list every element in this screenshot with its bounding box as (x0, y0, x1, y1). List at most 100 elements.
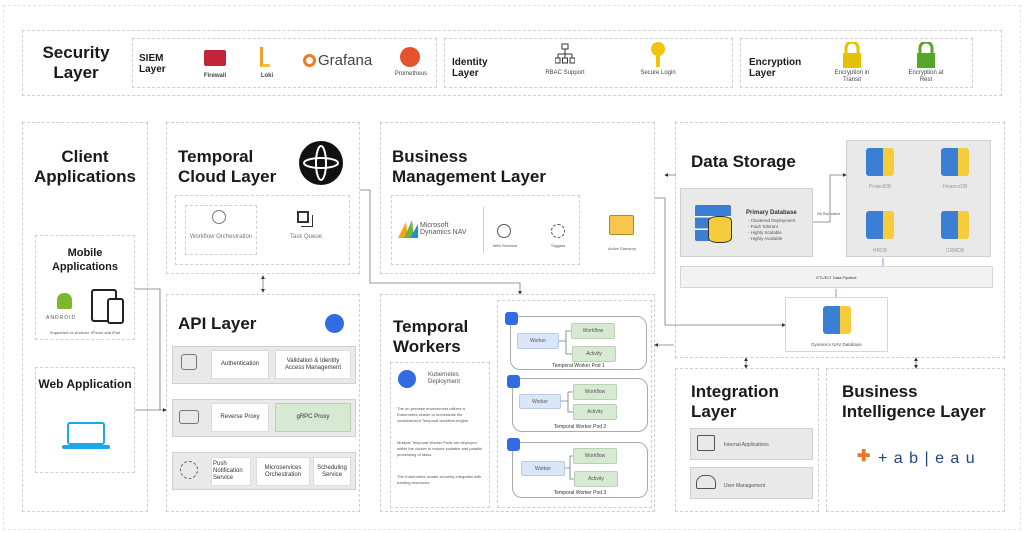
mobile-title: Mobile Applications (51, 247, 118, 273)
code-window-icon (697, 435, 715, 451)
storage-title: Data Storage (691, 152, 796, 171)
microservices-orchestration-cell: Microservices Orchestration (256, 457, 310, 486)
grafana-label: Grafana (318, 52, 373, 69)
kubernetes-icon (398, 370, 416, 388)
db-label: ProjectDB (868, 184, 892, 190)
firewall-icon (204, 50, 226, 66)
iphone-icon (107, 298, 124, 324)
users-icon (696, 475, 716, 489)
web-app-box (35, 367, 135, 473)
tableau-wordmark: + a b | e a u (878, 450, 976, 467)
pod-icon (507, 438, 520, 451)
identity-label: Identity Layer (452, 57, 488, 79)
proxy-servers-icon (179, 410, 199, 424)
business-intelligence-layer (826, 368, 1005, 512)
k8s-bullet: Multiple Temporal Worker Pods are deploy… (397, 440, 483, 457)
prometheus-label: Prometheus (394, 71, 428, 77)
database-icon (941, 148, 969, 176)
activity-node: Activity (573, 404, 617, 420)
worker-node: Worker (521, 461, 565, 476)
k8s-bullet: The Kubernetes cluster securely integrat… (397, 474, 482, 485)
pod-icon (505, 312, 518, 325)
security-title: Security Layer (42, 43, 110, 82)
lock-transit-icon (843, 42, 861, 68)
pod-label: Temporal Worker Pod 2 (553, 424, 607, 430)
db-label: HRDB (872, 248, 888, 254)
activity-node: Activity (572, 346, 616, 362)
globe-icon (497, 224, 511, 238)
encryption-rest-label: Encryption at Rest (908, 70, 944, 83)
workers-title: Temporal Workers (393, 317, 469, 356)
secure-login-label: Secure Login (640, 70, 676, 76)
mobile-note: Supported on Android, iPhone and iPad (49, 330, 121, 335)
api-title: API Layer (178, 314, 257, 333)
lock-shield-icon (181, 354, 197, 370)
business-title: Business Management Layer (392, 147, 546, 186)
folder-icon (609, 215, 634, 235)
nav-db-label: Dynamics NAV Database (811, 342, 862, 347)
siem-label: SIEM Layer (139, 53, 166, 75)
gears-icon (212, 210, 226, 224)
db-label: FinanceDB (942, 184, 968, 190)
grpc-proxy-cell: gRPC Proxy (275, 403, 351, 432)
key-icon (651, 42, 665, 67)
workflow-node: Workflow (573, 384, 617, 400)
database-icon (823, 306, 851, 334)
database-icon (866, 148, 894, 176)
rbac-label: RBAC Support (545, 70, 585, 76)
identity-box (444, 38, 733, 88)
laptop-icon (62, 422, 110, 449)
encryption-transit-label: Encryption in Transit (834, 70, 870, 83)
workflow-node: Workflow (571, 323, 615, 339)
primary-db-features: - Clustered Deployment- Fault Tolerant- … (748, 218, 795, 242)
replication-label: DB Replication (817, 212, 841, 216)
siem-box (132, 38, 437, 88)
database-icon (866, 211, 894, 239)
web-title: Web Application (38, 377, 132, 391)
brand-line-2: Dynamics NAV (420, 229, 467, 236)
android-icon (57, 293, 72, 309)
internal-apps-label: Internal Applications (724, 442, 769, 448)
reverse-proxy-cell: Reverse Proxy (211, 403, 269, 432)
integration-title: Integration Layer (691, 382, 779, 421)
pod-label: Temporal Worker Pod 3 (553, 490, 607, 496)
dynamics-logo-icon (398, 220, 418, 238)
authentication-cell: Authentication (211, 350, 269, 379)
active-directory-label: Active Directory (607, 246, 636, 251)
workflow-orchestration-label: Workflow Orchestration (189, 234, 253, 240)
pod-icon (507, 375, 520, 388)
activity-node: Activity (574, 471, 618, 487)
database-icon (708, 216, 732, 243)
k8s-bullet: The on-premise environment utilizes a Ku… (397, 406, 470, 423)
web-services-label: Web Services (492, 243, 518, 248)
database-icon (941, 211, 969, 239)
temporal-logo-icon (299, 141, 343, 185)
loki-label: Loki (260, 73, 274, 79)
encryption-label: Encryption Layer (749, 57, 802, 79)
rbac-icon (555, 43, 575, 64)
brand-line-1: Microsoft (420, 222, 449, 229)
temporal-cloud-title: Temporal Cloud Layer (178, 147, 277, 186)
divider (483, 207, 484, 253)
client-title: Client Applications (33, 147, 136, 186)
loki-icon (260, 47, 270, 67)
grafana-icon (303, 54, 316, 67)
scheduling-service-cell: Scheduling Service (313, 457, 351, 486)
k8s-title: Kubernetes Deployment (428, 372, 461, 385)
tableau-icon: ✚ (857, 448, 871, 465)
feature: - Highly Available (748, 236, 783, 241)
android-label: ANDROID (46, 315, 77, 321)
user-management-label: User Management (724, 483, 766, 489)
task-queue-icon (297, 211, 309, 223)
kubernetes-icon (325, 314, 344, 333)
etl-pipeline: ETL/ELT Data Pipeline (680, 266, 993, 288)
firewall-label: Firewall (203, 73, 227, 79)
primary-db-title: Primary Database (746, 210, 797, 216)
db-label: CRMDB (945, 248, 965, 254)
push-notification-cell: Push Notification Service (211, 457, 251, 486)
bi-title: Business Intelligence Layer (842, 382, 986, 421)
task-queue-label: Task Queue (289, 234, 323, 240)
validation-iam-cell: Validation & Identity Access Management (275, 350, 351, 379)
internal-applications-item (690, 428, 813, 460)
